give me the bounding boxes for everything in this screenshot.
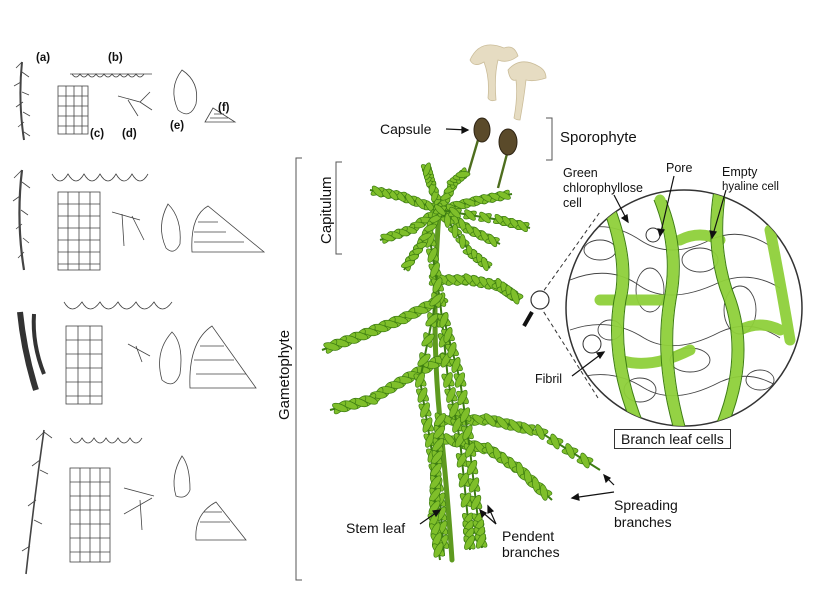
magnify-spot [530,290,550,310]
leafy-branch-8 [437,312,488,549]
panel-tag-a: (a) [36,52,51,64]
specimen-row-1 [13,61,237,141]
pore-label: Pore [666,161,693,175]
gametophyte-bracket [295,157,302,581]
specimen-row-4 [21,429,247,575]
spreading-branches-label-1: Spreading [614,497,678,513]
sporophyte-label: Sporophyte [560,129,637,146]
sporophyte-bracket [546,117,553,161]
spreading-branches-label-2: branches [614,514,672,530]
capitulum-label: Capitulum [318,176,335,244]
capsules [473,117,518,156]
green-cell-label-1: Green [563,166,598,180]
panel-tag-e: (e) [170,120,185,132]
pendent-branches-label-1: Pendent [502,528,555,544]
capitulum-branch-5 [420,162,447,218]
specimen-row-2 [12,169,266,271]
panel-tag-b: (b) [108,52,123,64]
cell-row-b [71,73,145,78]
panel-tag-f: (f) [218,102,230,114]
gametophyte-label: Gametophyte [276,329,293,420]
empty-cell-label-1: Empty [722,165,758,179]
fibril-label: Fibril [535,372,563,386]
green-cell-label-2: chlorophyllose [563,181,643,195]
capsule-label: Capsule [380,121,432,137]
capitulum-branch-9 [433,204,531,233]
leafy-branches [321,232,601,561]
panel-tag-c: (c) [90,128,105,140]
specimen-row-3 [17,301,257,405]
empty-cell-label-2: hyaline cell [722,181,779,193]
spore-plume [469,44,547,121]
panel-tag-d: (d) [122,128,137,140]
capitulum-cluster [369,162,531,272]
branch-leaf-cells-view [565,189,803,427]
green-cell-label-3: cell [563,196,582,210]
stem-leaf-label: Stem leaf [346,520,406,536]
branch-leaf-cells-label: Branch leaf cells [614,429,731,449]
capitulum-bracket [335,161,342,255]
leafy-branch-1 [321,292,449,354]
leafy-branch-2 [329,352,449,415]
pendent-branches-label-2: branches [502,544,560,560]
